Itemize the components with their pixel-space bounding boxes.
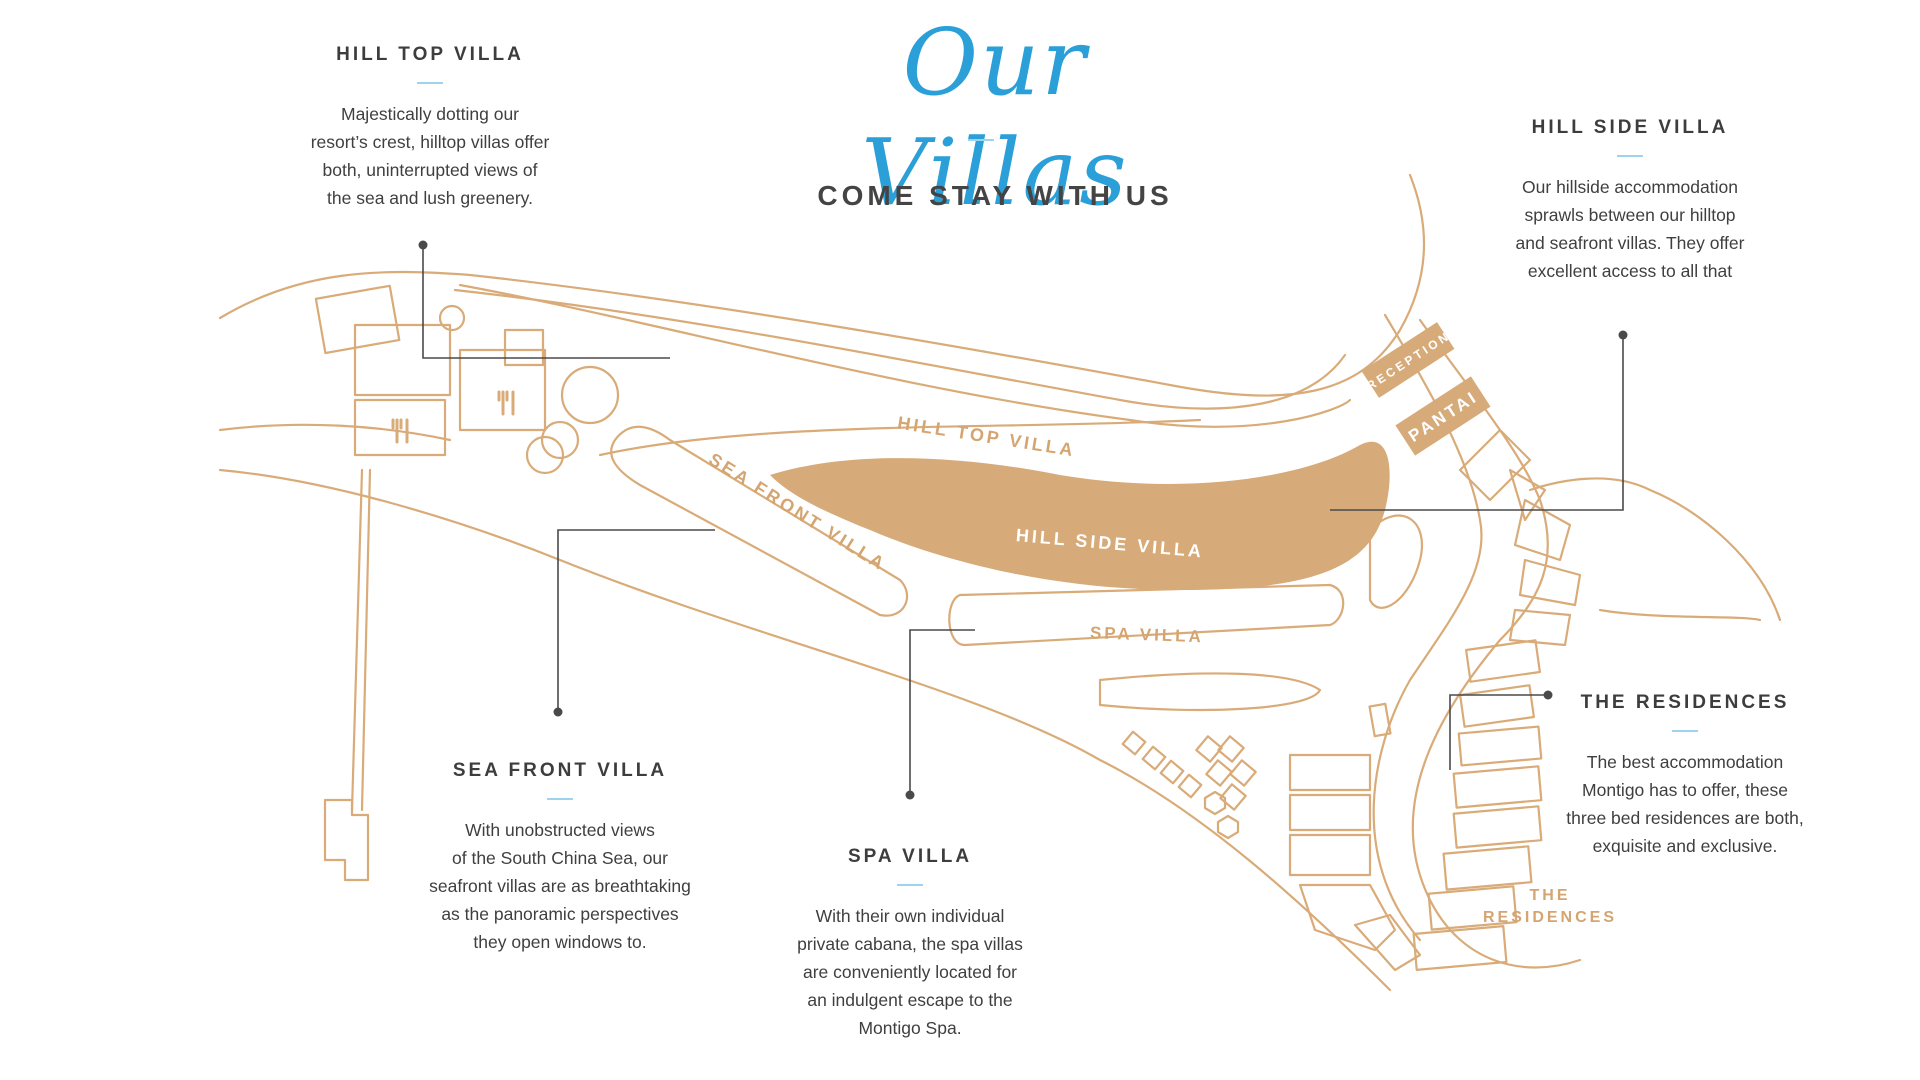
- pointer-residences: [1449, 694, 1548, 770]
- callout-body-line: three bed residences are both,: [1566, 808, 1804, 828]
- callout-rule: [547, 798, 573, 800]
- callout-body-line: sprawls between our hilltop: [1524, 205, 1736, 225]
- callout-body-line: both, uninterrupted views of: [322, 160, 538, 180]
- main-road-top: [218, 173, 1425, 397]
- pier: [350, 468, 372, 812]
- callout-hillside: HILL SIDE VILLA Our hillside accommodati…: [1470, 117, 1790, 285]
- page-subtitle: COME STAY WITH US: [817, 180, 1173, 211]
- callout-title: SEA FRONT VILLA: [452, 760, 668, 781]
- callout-body-line: With their own individual: [815, 906, 1005, 926]
- pantai-badge: [1395, 376, 1491, 456]
- callout-body-line: Our hillside accommodation: [1522, 177, 1738, 197]
- pointer-hilltop: [422, 245, 670, 359]
- callout-body-line: are conveniently located for: [802, 962, 1018, 982]
- callout-seafront: SEA FRONT VILLA With unobstructed views …: [395, 760, 725, 956]
- callout-rule: [1672, 730, 1698, 732]
- map-label-hilltop: HILL TOP VILLA: [896, 413, 1077, 461]
- spa-strip: [948, 583, 1345, 647]
- callout-body-line: resort’s crest, hilltop villas offer: [310, 132, 550, 152]
- callout-title: HILL TOP VILLA: [336, 44, 524, 65]
- callout-rule: [1617, 155, 1643, 157]
- main-road-inner: [453, 288, 1347, 410]
- callout-hilltop: HILL TOP VILLA Majestically dotting our …: [270, 44, 590, 212]
- script-title: Our Villas: [861, 9, 1129, 226]
- pointer-dot-residences: [1543, 690, 1553, 700]
- map-label-residences-2: RESIDENCES: [1483, 909, 1617, 926]
- map-label-residences-1: THE: [1530, 887, 1571, 904]
- callout-title: HILL SIDE VILLA: [1531, 117, 1729, 138]
- callout-body-line: of the South China Sea, our: [452, 848, 668, 868]
- callout-body-line: Montigo Spa.: [858, 1018, 962, 1038]
- callout-body-line: Montigo has to offer, these: [1582, 780, 1788, 800]
- callout-body-line: Majestically dotting our: [341, 104, 519, 124]
- hillside-highlight: [770, 441, 1390, 590]
- pointer-seafront: [557, 529, 715, 712]
- callout-body-line: they open windows to.: [473, 932, 647, 952]
- callout-body-line: excellent access to all that: [1527, 261, 1733, 281]
- pointer-spa: [909, 629, 975, 795]
- callout-residences: THE RESIDENCES The best accommodation Mo…: [1525, 692, 1845, 860]
- reception-badge: [1361, 322, 1455, 398]
- callout-rule: [897, 884, 923, 886]
- callout-spa: SPA VILLA With their own individual priv…: [750, 846, 1070, 1042]
- callout-body-line: private cabana, the spa villas: [797, 934, 1023, 954]
- pointer-hillside: [1330, 335, 1624, 511]
- residences-cluster: [1288, 428, 1582, 972]
- callout-rule: [417, 82, 443, 84]
- coastline-left: [218, 423, 452, 442]
- pointer-dot-seafront: [553, 707, 563, 717]
- callout-body-line: The best accommodation: [1586, 752, 1784, 772]
- right-road: [1411, 318, 1582, 969]
- cutlery-icon: [497, 390, 515, 416]
- pointer-dot-hillside: [1618, 330, 1628, 340]
- title-rule: [968, 139, 994, 141]
- cutlery-icon: [391, 418, 409, 444]
- callout-body-line: With unobstructed views: [465, 820, 655, 840]
- callout-body-line: the sea and lush greenery.: [327, 188, 533, 208]
- coastline-lower: [218, 468, 1392, 992]
- pier-head: [323, 798, 370, 882]
- callout-body-line: an indulgent escape to the: [807, 990, 1013, 1010]
- callout-body-line: seafront villas are as breathtaking: [429, 876, 691, 896]
- small-buildings: [1121, 702, 1392, 840]
- callout-body-line: as the panoramic perspectives: [441, 904, 679, 924]
- hilltop-strip: [458, 283, 1352, 428]
- callout-title: THE RESIDENCES: [1580, 692, 1790, 713]
- callout-body-line: and seafront villas. They offer: [1515, 233, 1745, 253]
- seafront-strip: [610, 425, 909, 617]
- callout-title: SPA VILLA: [847, 846, 973, 867]
- pointer-dot-hilltop: [418, 240, 428, 250]
- map-label-spa: SPA VILLA: [1090, 623, 1205, 646]
- callout-body-line: exquisite and exclusive.: [1592, 836, 1778, 856]
- pointer-dot-spa: [905, 790, 915, 800]
